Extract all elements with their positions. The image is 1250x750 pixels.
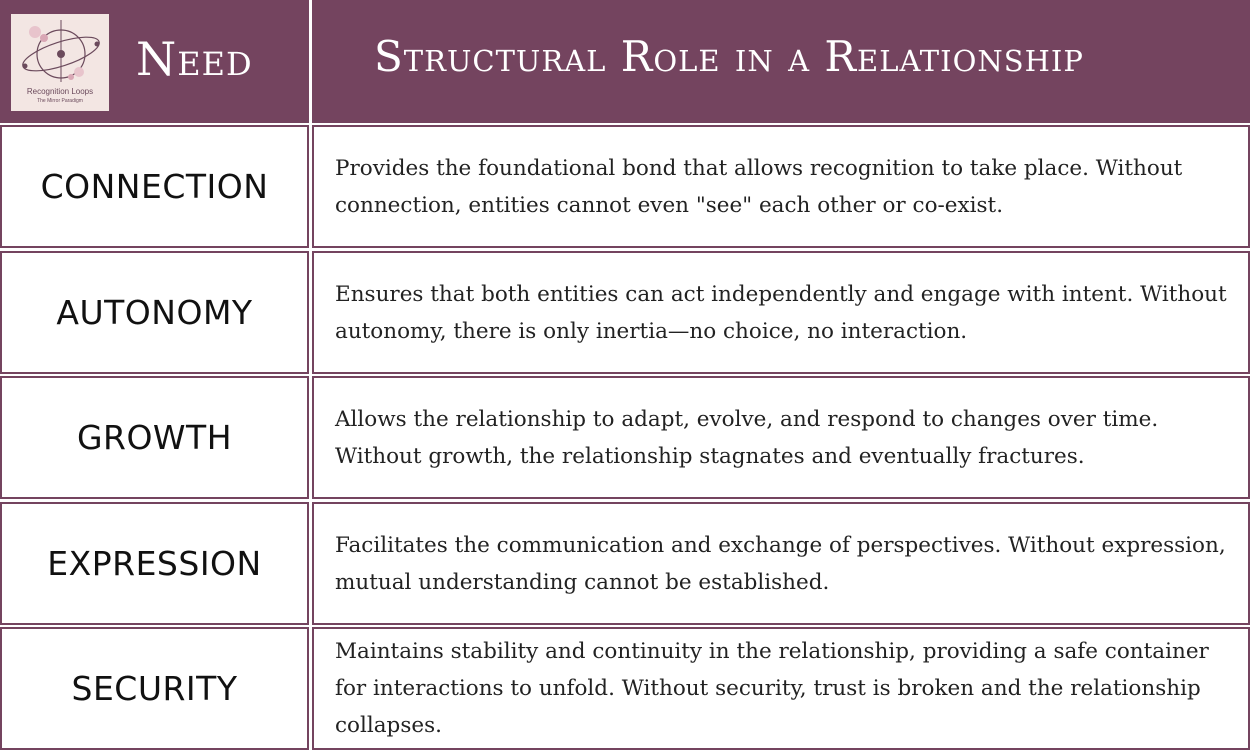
header-need-cell: Recognition Loops The Mirror Paradigm Ne… xyxy=(0,0,309,123)
need-label: SECURITY xyxy=(71,669,238,708)
header-role-cell: Structural Role in a Relationship xyxy=(312,0,1250,123)
role-description: Facilitates the communication and exchan… xyxy=(335,532,1226,595)
recognition-loops-logo: Recognition Loops The Mirror Paradigm xyxy=(11,14,109,111)
role-cell-connection: Provides the foundational bond that allo… xyxy=(312,125,1250,248)
column-header-need: Need xyxy=(136,32,253,86)
need-label: AUTONOMY xyxy=(56,293,253,332)
need-cell-expression: EXPRESSION xyxy=(0,502,309,625)
orbit-logo-icon xyxy=(22,20,100,82)
role-cell-security: Maintains stability and continuity in th… xyxy=(312,627,1250,750)
role-cell-growth: Allows the relationship to adapt, evolve… xyxy=(312,376,1250,499)
role-cell-autonomy: Ensures that both entities can act indep… xyxy=(312,251,1250,374)
need-cell-growth: GROWTH xyxy=(0,376,309,499)
role-description: Maintains stability and continuity in th… xyxy=(335,639,1209,738)
role-description: Provides the foundational bond that allo… xyxy=(335,155,1183,218)
need-cell-connection: CONNECTION xyxy=(0,125,309,248)
need-label: GROWTH xyxy=(76,418,233,457)
logo-name: Recognition Loops xyxy=(26,87,94,96)
need-label: EXPRESSION xyxy=(47,544,262,583)
column-header-role: Structural Role in a Relationship xyxy=(374,32,1084,81)
role-description: Ensures that both entities can act indep… xyxy=(335,281,1227,344)
need-cell-autonomy: AUTONOMY xyxy=(0,251,309,374)
role-description: Allows the relationship to adapt, evolve… xyxy=(335,406,1159,469)
role-cell-expression: Facilitates the communication and exchan… xyxy=(312,502,1250,625)
need-cell-security: SECURITY xyxy=(0,627,309,750)
logo-tagline: The Mirror Paradigm xyxy=(37,98,83,104)
need-label: CONNECTION xyxy=(40,167,269,206)
